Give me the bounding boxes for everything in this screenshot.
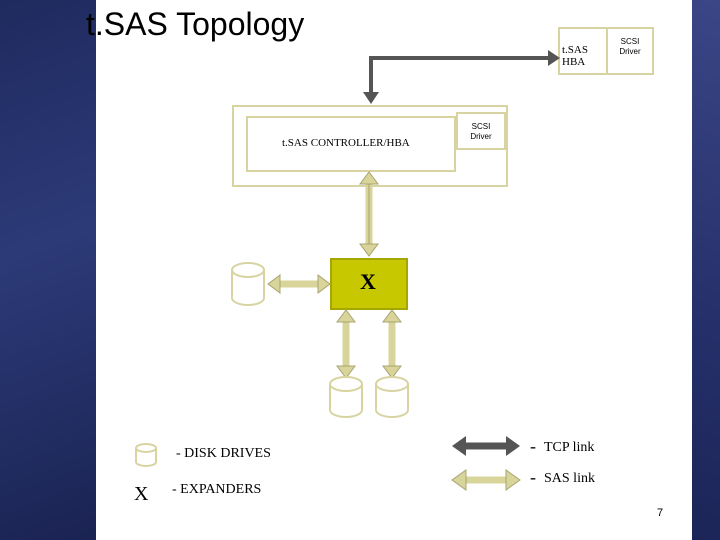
legend-sas-label: SAS link bbox=[544, 471, 595, 486]
hba-scsi-driver-label: SCSI Driver bbox=[619, 37, 641, 56]
sas-arrowhead-down bbox=[359, 243, 379, 257]
hba-scsi-driver-box bbox=[606, 27, 654, 75]
legend-expander-mark: X bbox=[134, 483, 149, 505]
legend-disk-icon bbox=[135, 443, 157, 467]
right-decorative-band bbox=[692, 0, 720, 540]
tcp-link-line bbox=[369, 56, 552, 100]
disk-drive-bottom-1 bbox=[329, 376, 363, 418]
expander-node bbox=[330, 258, 408, 310]
left-decorative-band bbox=[0, 0, 96, 540]
legend-tcp-label: TCP link bbox=[544, 440, 595, 455]
legend-sas-dash: - bbox=[530, 467, 536, 487]
legend-expanders-label: - EXPANDERS bbox=[172, 482, 262, 497]
disk-drive-left bbox=[231, 262, 265, 306]
disk-drive-bottom-2 bbox=[375, 376, 409, 418]
legend-tcp-dash: - bbox=[530, 436, 536, 456]
tcp-link-arrowhead-down bbox=[363, 92, 379, 104]
page-number: 7 bbox=[657, 507, 664, 519]
controller-scsi-driver-label: SCSI Driver bbox=[470, 122, 492, 141]
legend-disk-drives-label: - DISK DRIVES bbox=[176, 446, 271, 461]
controller-label: t.SAS CONTROLLER/HBA bbox=[282, 137, 410, 149]
expander-mark: X bbox=[360, 269, 376, 294]
legend-sas-arrow bbox=[451, 469, 521, 491]
slide-title: t.SAS Topology bbox=[86, 6, 305, 42]
sas-arrowhead-up bbox=[359, 171, 379, 185]
hba-label: t.SAS HBA bbox=[562, 44, 588, 68]
legend-tcp-arrow bbox=[452, 436, 520, 456]
controller-box bbox=[246, 116, 456, 172]
tcp-link-arrowhead-right bbox=[548, 50, 560, 66]
controller-scsi-driver-box bbox=[456, 112, 506, 150]
